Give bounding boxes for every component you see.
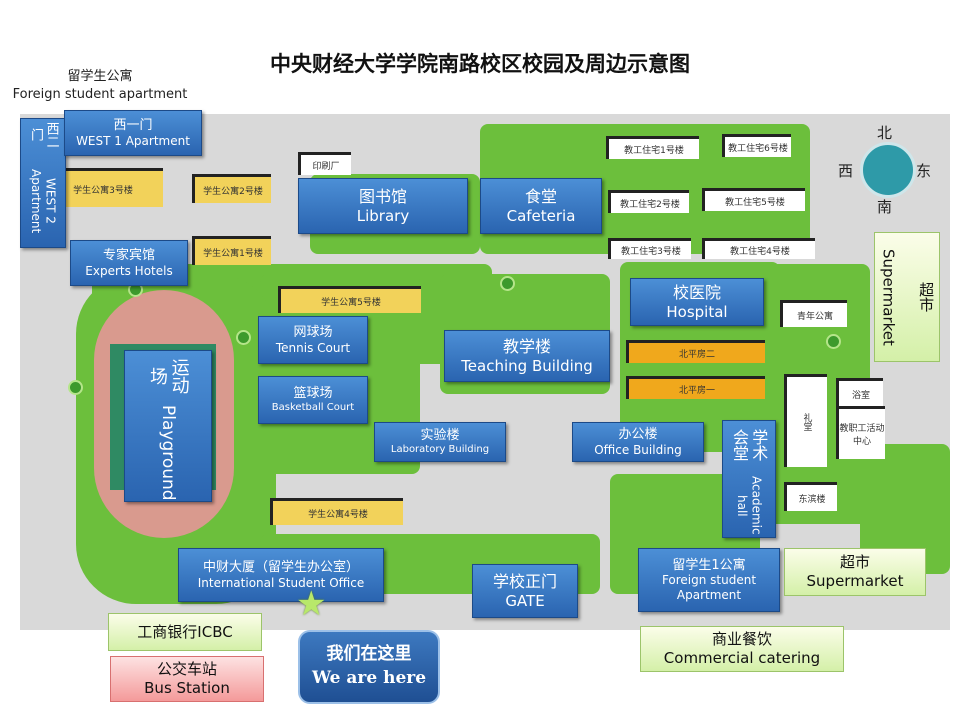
youth-apartment: 青年公寓 — [780, 300, 847, 327]
foreign-student-apartment-label: 留学生公寓 Foreign student apartment — [10, 68, 190, 104]
auditorium: 礼堂 — [784, 374, 827, 467]
bathhouse: 浴室 — [836, 378, 883, 407]
label-en: International Student Office — [197, 575, 365, 590]
west-2-gate-label[interactable]: 西二门 WEST 2 Apartment — [20, 118, 66, 248]
dorm4: 学生公寓4号楼 — [270, 498, 403, 525]
dorm5: 学生公寓5号楼 — [278, 286, 421, 313]
label-cn: 西一门 — [113, 118, 153, 133]
north-bungalow-1: 北平房一 — [626, 376, 765, 399]
label-en: Basketball Court — [271, 401, 355, 413]
dorm2: 学生公寓2号楼 — [192, 174, 271, 203]
you-are-here-callout: 我们在这里 We are here — [298, 630, 440, 704]
compass-icon — [860, 142, 916, 198]
tree-icon — [68, 380, 83, 395]
label-en: Tennis Court — [275, 340, 351, 355]
dongbin-building: 东滨楼 — [784, 482, 837, 511]
label-cn: 图书馆 — [358, 187, 407, 207]
compass-north: 北 — [877, 124, 893, 142]
print-shop: 印刷厂 — [298, 152, 351, 175]
label-cn: 运动场 — [147, 357, 190, 394]
label-cn: 学校正门 — [492, 572, 557, 592]
label-en: Playground — [158, 405, 179, 501]
label-en: Hospital — [666, 302, 728, 321]
label-cn: 专家宾馆 — [102, 248, 155, 263]
label-en: WEST 2 Apartment — [29, 169, 58, 234]
compass-east: 东 — [916, 162, 932, 180]
staff-housing-5: 教工住宅5号楼 — [702, 188, 805, 211]
label-en: Foreign student — [661, 573, 757, 588]
label-en: Supermarket — [806, 572, 904, 590]
label-en: Apartment — [676, 587, 742, 602]
map-title: 中央财经大学学院南路校区校园及周边示意图 — [270, 51, 690, 76]
tree-icon — [500, 276, 515, 291]
tree-icon — [826, 334, 841, 349]
label-cn: 篮球场 — [293, 386, 333, 402]
staff-housing-1: 教工住宅1号楼 — [606, 136, 699, 159]
label-en: Commercial catering — [663, 649, 821, 667]
callout-en: We are here — [311, 668, 427, 688]
international-student-office-label[interactable]: 中财大厦（留学生办公室）International Student Office — [178, 548, 384, 602]
label-cn: 超市 — [917, 282, 936, 312]
compass-west: 西 — [838, 162, 854, 180]
label-cn: 食堂 — [524, 187, 557, 207]
staff-housing-2: 教工住宅2号楼 — [608, 190, 689, 213]
staff-housing-6: 教工住宅6号楼 — [722, 134, 791, 157]
staff-activity-center: 教职工活动中心 — [836, 406, 885, 459]
dorm1: 学生公寓1号楼 — [192, 236, 271, 265]
label-en: Library — [356, 206, 410, 225]
label-cn: 办公楼 — [618, 427, 658, 442]
label-cn: 网球场 — [293, 325, 333, 340]
label-cn: 中财大厦（留学生办公室） — [202, 560, 359, 575]
label-cn: 教学楼 — [502, 337, 551, 357]
compass-south: 南 — [877, 198, 893, 216]
north-bungalow-2: 北平房二 — [626, 340, 765, 363]
playground-label[interactable]: 运动场 Playground — [124, 350, 212, 502]
tree-icon — [236, 330, 251, 345]
fsa-cn: 留学生公寓 — [67, 69, 133, 84]
label-cn: 留学生1公寓 — [672, 557, 746, 573]
staff-housing-3: 教工住宅3号楼 — [608, 238, 691, 259]
icbc-bank-label[interactable]: 工商银行ICBC — [108, 613, 262, 651]
label-en: Supermarket — [879, 248, 898, 346]
label-en: Bus Station — [144, 679, 230, 697]
label-en: Experts Hotels — [85, 263, 173, 278]
academic-hall-label[interactable]: 学术会堂 Academic hall — [722, 420, 776, 538]
label-en: Office Building — [594, 442, 682, 457]
label-cn: 西二门 — [28, 121, 59, 148]
label-en: Cafeteria — [506, 206, 576, 225]
label-cn: 公交车站 — [156, 660, 217, 679]
label-text: 工商银行ICBC — [137, 622, 233, 641]
fsa-en: Foreign student apartment — [12, 87, 188, 102]
label-en: Teaching Building — [461, 356, 593, 375]
label-cn: 商业餐饮 — [711, 630, 772, 649]
star-marker-icon: ★ — [296, 584, 327, 624]
label-en: Academic hall — [735, 476, 764, 535]
callout-cn: 我们在这里 — [326, 644, 412, 665]
label-cn: 学术会堂 — [730, 428, 769, 461]
label-en: Laboratory Building — [390, 443, 490, 455]
label-en: GATE — [505, 591, 545, 610]
label-cn: 校医院 — [672, 283, 721, 303]
staff-housing-4: 教工住宅4号楼 — [702, 238, 815, 259]
label-cn: 实验楼 — [420, 428, 460, 444]
supermarket-east-label[interactable]: 超市 Supermarket — [874, 232, 940, 362]
label-cn: 超市 — [839, 553, 870, 572]
label-en: WEST 1 Apartment — [76, 133, 190, 148]
